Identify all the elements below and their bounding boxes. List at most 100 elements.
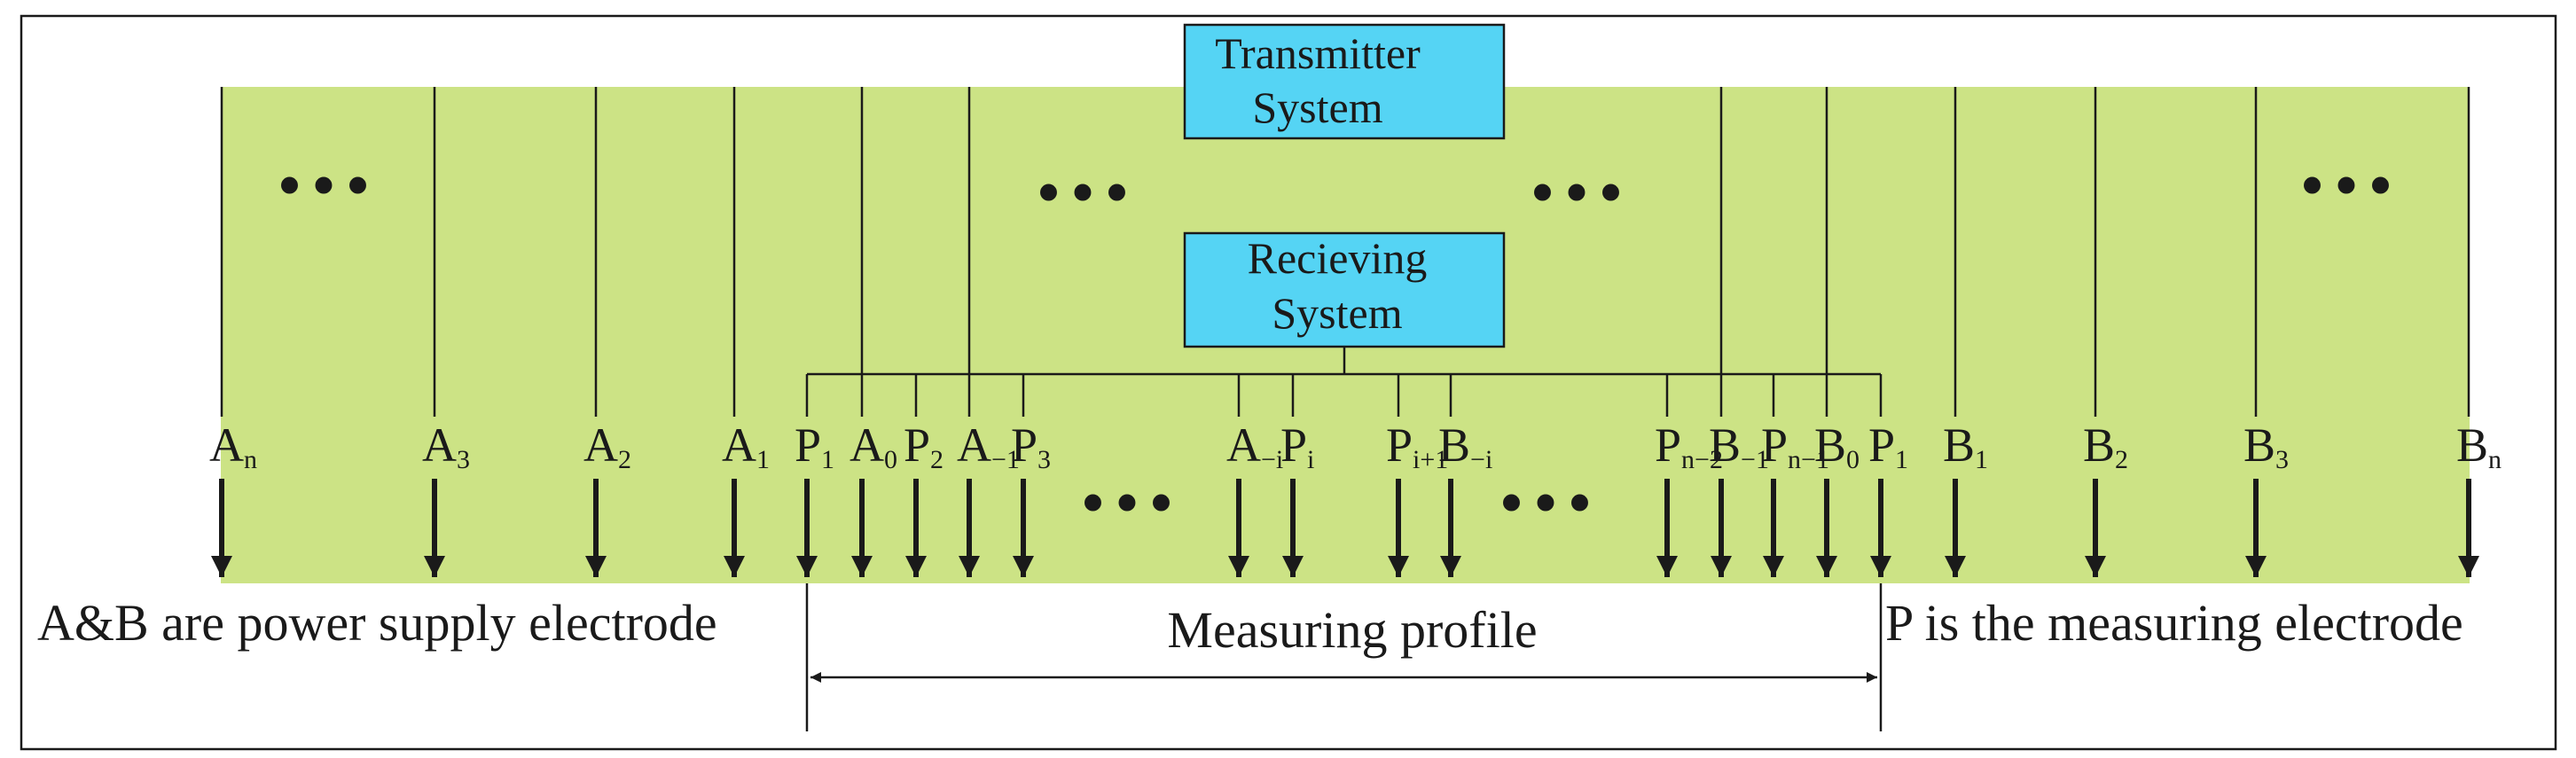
electrode-subscript: i+1 <box>1413 445 1448 474</box>
ellipsis-group: ••• ••• ••• ••• ••• ••• <box>278 152 2404 537</box>
electrode-letter: P <box>904 418 930 472</box>
electrode-label: Pi <box>1280 418 1314 474</box>
electrode-letter: P <box>795 418 821 472</box>
electrode-letter: A <box>1226 418 1261 472</box>
electrode-a: A1 <box>722 87 770 577</box>
electrode-label: B3 <box>2243 418 2289 474</box>
electrode-p: P2 <box>904 374 943 577</box>
electrode-letter: P <box>1386 418 1413 472</box>
electrode-b: B−i <box>1438 374 1492 577</box>
electrode-letter: B <box>1709 418 1741 472</box>
electrode-b: B0 <box>1814 87 1860 577</box>
electrode-subscript: 3 <box>457 445 470 474</box>
electrode-letter: P <box>1280 418 1307 472</box>
electrode-a: A−i <box>1226 374 1283 577</box>
electrode-letter: B <box>1943 418 1975 472</box>
electrode-subscript: −i <box>1261 445 1283 474</box>
electrode-a: A2 <box>583 87 631 577</box>
electrode-label: P3 <box>1011 418 1051 474</box>
electrode-subscript: n−2 <box>1681 445 1723 474</box>
electrode-letter: P <box>1761 418 1788 472</box>
electrode-p: Pi <box>1280 374 1314 577</box>
electrode-p: P1 <box>795 374 834 577</box>
electrode-p: Pi+1 <box>1386 374 1448 577</box>
ellipsis-right-top: ••• <box>2301 152 2404 220</box>
electrode-label: B2 <box>2083 418 2128 474</box>
electrode-subscript: 0 <box>1846 445 1860 474</box>
electrode-letter: P <box>1655 418 1681 472</box>
electrode-subscript: n <box>2488 445 2502 474</box>
electrode-label: Bn <box>2456 418 2502 474</box>
electrode-b: B3 <box>2243 87 2289 577</box>
electrode-label: B−i <box>1438 418 1492 474</box>
receiving-label-line2: System <box>1272 288 1402 338</box>
electrode-label: B0 <box>1814 418 1860 474</box>
electrode-a: A3 <box>422 87 470 577</box>
receiving-system-box: Recieving System <box>1183 231 1506 348</box>
ellipsis-left-top: ••• <box>278 152 381 220</box>
electrode-p: P3 <box>1011 374 1051 577</box>
electrode-subscript: i <box>1307 445 1314 474</box>
electrode-label: P1 <box>795 418 834 474</box>
electrode-label: A3 <box>422 418 470 474</box>
electrode-letter: A <box>850 418 884 472</box>
electrode-label: A−1 <box>957 418 1020 474</box>
transmitter-label-line1: Transmitter <box>1215 28 1421 78</box>
electrode-subscript: 3 <box>2275 445 2289 474</box>
electrode-subscript: 2 <box>618 445 631 474</box>
electrode-letter: A <box>422 418 457 472</box>
electrode-label: B−1 <box>1709 418 1769 474</box>
electrode-label: A0 <box>850 418 897 474</box>
caption-power-supply: A&B are power supply electrode <box>37 594 717 652</box>
electrode-p: Pn−2 <box>1655 374 1723 577</box>
electrode-b: B−1 <box>1709 87 1769 577</box>
electrode-b: B2 <box>2083 87 2128 577</box>
electrode-label: P2 <box>904 418 943 474</box>
electrode-subscript: −i <box>1470 445 1492 474</box>
electrode-subscript: n−1 <box>1788 445 1829 474</box>
electrode-label: Pi+1 <box>1386 418 1448 474</box>
electrode-b: B1 <box>1943 87 1988 577</box>
measuring-profile-dimension <box>805 583 1883 731</box>
electrode-subscript: 2 <box>930 445 943 474</box>
electrode-subscript: −1 <box>991 445 1020 474</box>
electrode-subscript: 1 <box>1895 445 1908 474</box>
transmitter-label-line2: System <box>1252 82 1382 132</box>
electrode-letter: B <box>2456 418 2488 472</box>
ellipsis-center-right-top: ••• <box>1531 159 1634 227</box>
electrode-label: A1 <box>722 418 770 474</box>
electrode-letter: B <box>1814 418 1846 472</box>
electrode-letter: B <box>2243 418 2275 472</box>
caption-measuring-profile: Measuring profile <box>1167 601 1537 659</box>
caption-measuring-electrode: P is the measuring electrode <box>1885 594 2463 652</box>
electrode-letter: A <box>209 418 244 472</box>
electrode-subscript: 1 <box>756 445 770 474</box>
electrode-letter: B <box>1438 418 1470 472</box>
electrode-subscript: 2 <box>2115 445 2128 474</box>
electrode-b: Bn <box>2456 87 2502 577</box>
electrode-letter: A <box>722 418 756 472</box>
electrode-subscript: 1 <box>821 445 834 474</box>
electrode-label: An <box>209 418 257 474</box>
electrode-label: B1 <box>1943 418 1988 474</box>
electrode-label: Pn−2 <box>1655 418 1723 474</box>
transmitter-system-box: Transmitter System <box>1183 23 1506 140</box>
receiving-label-line1: Recieving <box>1248 233 1428 283</box>
electrode-p: P1 <box>1868 374 1908 577</box>
electrode-letter: A <box>957 418 991 472</box>
ellipsis-bottom-right: ••• <box>1500 469 1603 537</box>
ellipsis-center-left-top: ••• <box>1037 159 1140 227</box>
electrode-letter: P <box>1868 418 1895 472</box>
electrode-label: A−i <box>1226 418 1283 474</box>
electrode-a: A0 <box>850 87 897 577</box>
ellipsis-bottom-left: ••• <box>1082 469 1185 537</box>
electrode-letter: P <box>1011 418 1037 472</box>
electrode-label: A2 <box>583 418 631 474</box>
electrode-a: An <box>209 87 257 577</box>
electrode-subscript: −1 <box>1741 445 1769 474</box>
electrode-letter: B <box>2083 418 2115 472</box>
electrode-p: Pn−1 <box>1761 374 1829 577</box>
electrode-subscript: 1 <box>1975 445 1988 474</box>
